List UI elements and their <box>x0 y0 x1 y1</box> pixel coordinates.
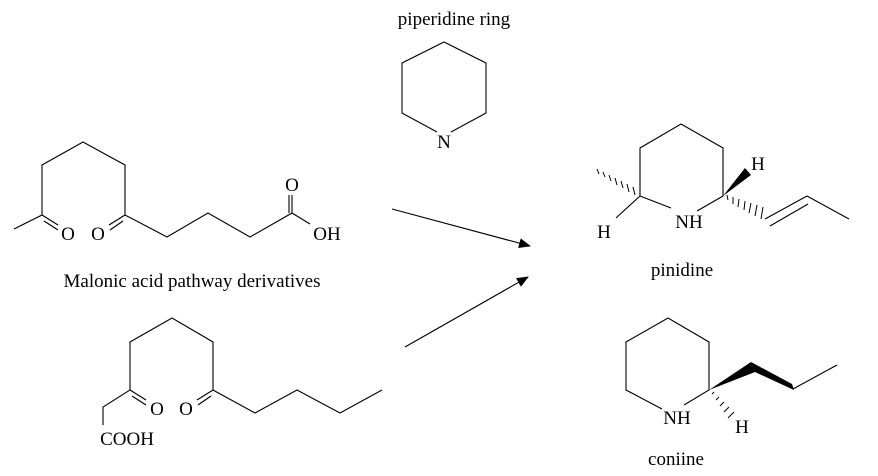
malonic-derivative-1: O O O OH Malonic acid pathway derivative… <box>13 141 341 292</box>
chain-1-bonds <box>13 141 293 238</box>
arrow-2 <box>404 276 529 348</box>
propyl-end <box>792 364 838 390</box>
hashed-bond-propenyl <box>726 194 764 220</box>
wedge-bond-1 <box>709 362 755 390</box>
atom-o: O <box>150 399 164 420</box>
chain-2-bonds <box>102 317 383 425</box>
atom-n: N <box>437 132 451 153</box>
coniine-label: coniine <box>648 449 704 470</box>
carbonyl-5b <box>197 395 212 406</box>
coniine-ring-bonds <box>625 317 710 410</box>
double-bond-line <box>769 203 809 227</box>
carbonyl-2b <box>109 220 124 231</box>
atom-nh: NH <box>663 408 691 429</box>
carbonyl-5a <box>196 389 214 401</box>
wedge-bond-2 <box>751 362 794 390</box>
atom-oh: OH <box>313 224 341 245</box>
piperidine-bonds <box>401 41 487 133</box>
atom-o: O <box>285 175 299 196</box>
hashed-bond-h <box>711 391 735 419</box>
hydroxyl-bond <box>291 212 311 225</box>
h-bond <box>615 195 641 219</box>
carbonyl-1b <box>43 220 59 231</box>
malonic-label: Malonic acid pathway derivatives <box>64 271 321 292</box>
arrow-1 <box>391 208 531 248</box>
atom-o: O <box>179 399 193 420</box>
pinidine-structure: NH H H pinidine <box>596 123 850 281</box>
carbonyl-4a <box>129 389 147 401</box>
carbonyl-4b <box>131 395 147 406</box>
hashed-bond-methyl <box>596 168 636 196</box>
pinidine-ring-bonds <box>639 123 724 212</box>
atom-h: H <box>735 417 749 438</box>
malonic-derivative-2: O O COOH <box>100 317 383 450</box>
piperidine-ring: piperidine ring N <box>398 9 511 153</box>
coniine-structure: NH H coniine <box>625 317 838 470</box>
pinidine-label: pinidine <box>651 260 713 281</box>
wedge-bond-h <box>723 168 751 196</box>
atom-h: H <box>751 154 765 175</box>
atom-nh: NH <box>675 212 703 233</box>
piperidine-label: piperidine ring <box>398 9 511 30</box>
atom-o: O <box>61 224 75 245</box>
atom-cooh: COOH <box>100 429 154 450</box>
propenyl-bonds <box>764 195 850 220</box>
atom-h: H <box>597 222 611 243</box>
atom-o: O <box>91 224 105 245</box>
carbonyl-1a <box>41 214 59 226</box>
carbonyl-2a <box>108 214 126 226</box>
